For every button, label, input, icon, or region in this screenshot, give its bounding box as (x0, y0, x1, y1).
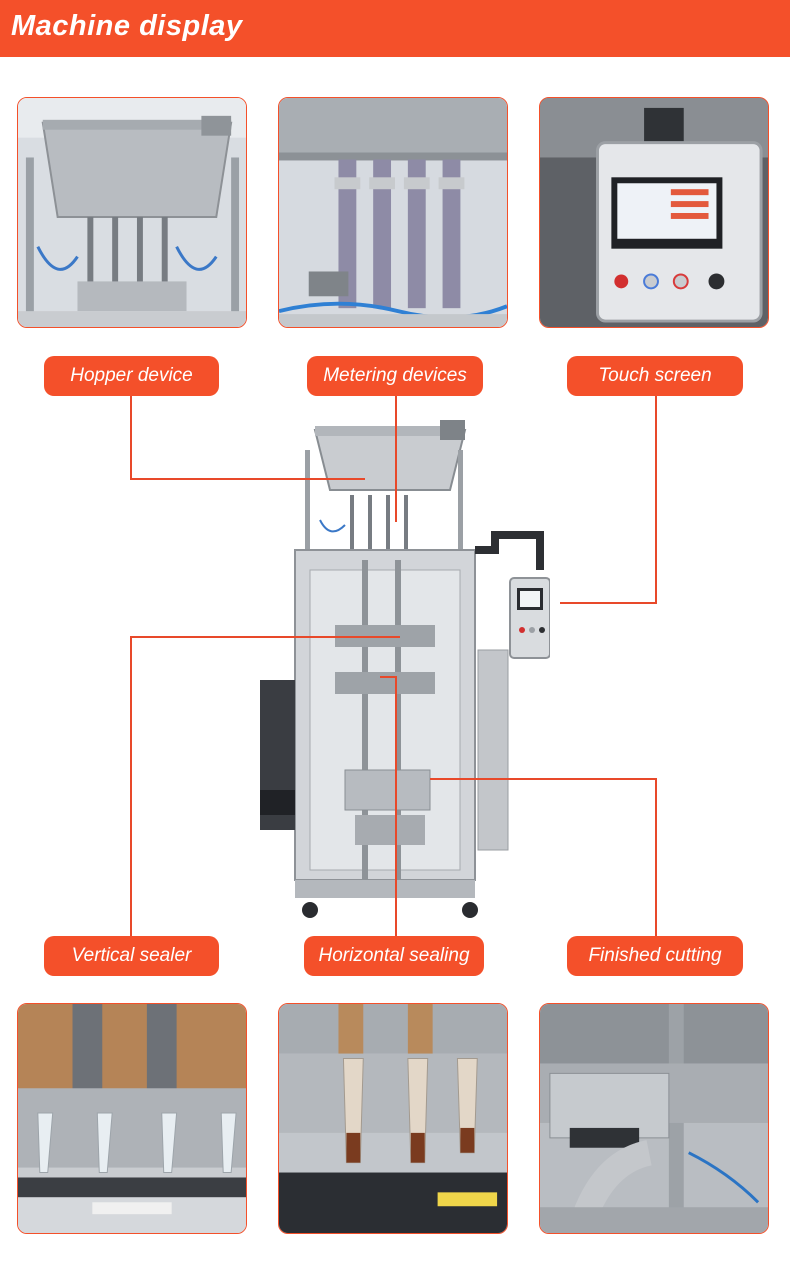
label-metering-devices: Metering devices (307, 356, 483, 396)
label-hopper-device: Hopper device (44, 356, 219, 396)
header-banner: Machine display (0, 0, 790, 57)
packing-machine-illustration (260, 420, 550, 918)
hopper-photo (17, 97, 247, 328)
label-horizontal-sealing: Horizontal sealing (304, 936, 484, 976)
vertical-sealer-photo (17, 1003, 247, 1234)
metering-pipes-photo (278, 97, 508, 328)
label-vertical-sealer: Vertical sealer (44, 936, 219, 976)
label-touch-screen: Touch screen (567, 356, 743, 396)
touch-screen-panel-photo (539, 97, 769, 328)
finished-cutting-photo (539, 1003, 769, 1234)
horizontal-sealing-photo (278, 1003, 508, 1234)
page-title: Machine display (11, 10, 243, 42)
label-finished-cutting: Finished cutting (567, 936, 743, 976)
